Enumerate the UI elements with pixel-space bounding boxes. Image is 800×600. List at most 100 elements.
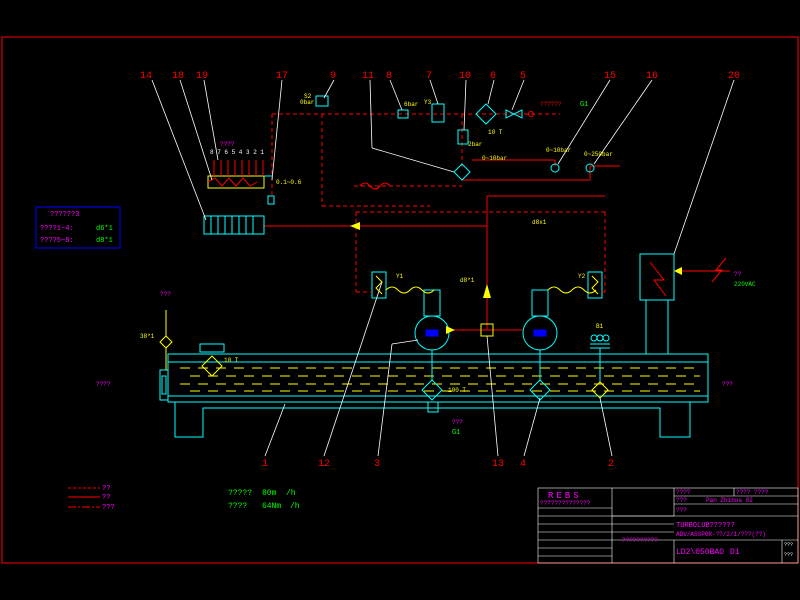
valve-10 xyxy=(457,129,469,145)
gauge-16 xyxy=(585,163,595,173)
flow2-value: 64Nm xyxy=(262,502,281,511)
title-block-text: REBS ?????????????? ???? ???? ???? ??? P… xyxy=(540,489,793,558)
line-type-legend: ?? ?? ??? xyxy=(68,485,115,512)
flow2-label: ???? xyxy=(228,502,247,511)
heater-20 xyxy=(639,253,675,354)
label-s2: S2 xyxy=(304,93,312,100)
callout-6: 6 xyxy=(490,71,496,82)
label-right-out: ??? xyxy=(722,381,733,388)
legend-title: ??????3 xyxy=(50,211,79,219)
inlet-fitting xyxy=(528,111,534,117)
valve-5a xyxy=(505,109,516,119)
flow1-label: ????? xyxy=(228,489,252,498)
callout-7: 7 xyxy=(426,71,432,82)
tank-breather xyxy=(199,343,225,377)
gauge-15 xyxy=(550,163,560,173)
line-legend-1: ?? xyxy=(102,485,110,493)
logo-sub: ?????????????? xyxy=(540,500,591,507)
label-bar-8: 6bar xyxy=(404,101,419,108)
flow-specs: ????? 80m /h ???? 64Nm /h xyxy=(228,489,300,511)
legend-row1-value: d6*1 xyxy=(96,225,113,233)
callout-11: 11 xyxy=(362,71,374,82)
label-y3: Y3 xyxy=(424,99,432,106)
accumulator-11 xyxy=(453,163,471,181)
legend-row1-label: ????1~4: xyxy=(40,225,74,233)
tb-sheet: D1 xyxy=(730,548,740,557)
tb-cell-d: Pan Zhihua 02 xyxy=(706,497,753,504)
callout-16: 16 xyxy=(646,71,658,82)
label-range-17: 0.1~0.6 xyxy=(276,179,302,186)
label-tank-temp: 100 T xyxy=(448,387,466,394)
pump-left xyxy=(414,289,450,401)
callout-2: 2 xyxy=(608,459,614,470)
label-left-q: ??? xyxy=(160,291,171,298)
label-gauge-16: 0~250bar xyxy=(584,151,613,158)
level-switch-b1 xyxy=(590,334,610,399)
label-y2: Y2 xyxy=(578,273,586,280)
filter-6 xyxy=(475,103,497,125)
flow1-unit: /h xyxy=(286,489,296,498)
line-legend-3: ??? xyxy=(102,504,115,512)
callout-14: 14 xyxy=(140,71,152,82)
pressure-lines xyxy=(263,159,620,227)
oil-level-lines xyxy=(180,367,700,392)
label-bottom-q: ??? xyxy=(452,419,463,426)
reservoir-tank xyxy=(159,353,709,438)
label-g1-bottom: G1 xyxy=(452,429,460,437)
arrow-to-manifold xyxy=(350,222,360,230)
pressure-switch-9 xyxy=(315,95,329,107)
flow2-unit: /h xyxy=(290,502,300,511)
callout-9: 9 xyxy=(330,71,336,82)
pump-discharge xyxy=(449,195,605,331)
flow-arrow-left xyxy=(446,326,455,334)
label-pipe-top: ?????? xyxy=(540,101,562,108)
legend-row2-value: d8*1 xyxy=(96,237,113,245)
callout-10: 10 xyxy=(459,71,471,82)
power-symbol xyxy=(711,257,727,283)
callout-17: 17 xyxy=(276,71,288,82)
callout-19: 19 xyxy=(196,71,208,82)
tb-side-b: ??? xyxy=(784,552,793,558)
flow1-value: 80m xyxy=(262,489,277,498)
motor-y2 xyxy=(547,271,603,299)
tb-row-q: ?????????? xyxy=(622,537,658,544)
tank-filter-left xyxy=(159,310,173,370)
hose-wave xyxy=(359,182,391,190)
label-power-q: ?? xyxy=(734,271,742,278)
callout-8: 8 xyxy=(386,71,392,82)
title-block xyxy=(537,487,799,564)
return-lines-dashed xyxy=(271,113,606,293)
tb-title1: TURBOLUB?????? xyxy=(676,522,735,530)
label-tenbar: 10 T xyxy=(488,129,503,136)
callout-5: 5 xyxy=(520,71,526,82)
tb-side-a: ??? xyxy=(784,542,793,548)
label-pipe-d8b: d8*1 xyxy=(460,277,475,284)
callout-20: 20 xyxy=(728,71,740,82)
line-legend-2: ?? xyxy=(102,494,110,502)
tb-cell-e: ??? xyxy=(676,507,687,514)
callout-4: 4 xyxy=(520,459,526,470)
label-tank: 10 T xyxy=(224,357,239,364)
logo-text: REBS xyxy=(548,491,582,501)
tb-cell-c: ??? xyxy=(676,497,687,504)
distribution-manifold xyxy=(203,175,275,235)
tb-cell-b: ???? ???? xyxy=(736,489,769,496)
callout-18: 18 xyxy=(172,71,184,82)
tb-drawing-no: LD2\050BAO xyxy=(676,548,724,557)
callout-15: 15 xyxy=(604,71,616,82)
pump-right xyxy=(522,289,558,401)
callout-13: 13 xyxy=(492,459,504,470)
label-g1-top: G1 xyxy=(580,101,588,109)
label-left-in: ???? xyxy=(96,381,111,388)
callout-1: 1 xyxy=(262,459,268,470)
label-y1: Y1 xyxy=(396,273,404,280)
label-manifold-q: ???? xyxy=(220,141,235,148)
callout-3: 3 xyxy=(374,459,380,470)
lube-points xyxy=(213,160,264,176)
solenoid-7 xyxy=(431,103,445,123)
label-left-38: 38*1 xyxy=(140,333,155,340)
drawing-frame xyxy=(1,36,799,564)
label-manifold-nums: 8 7 6 5 4 3 2 1 xyxy=(210,149,264,156)
